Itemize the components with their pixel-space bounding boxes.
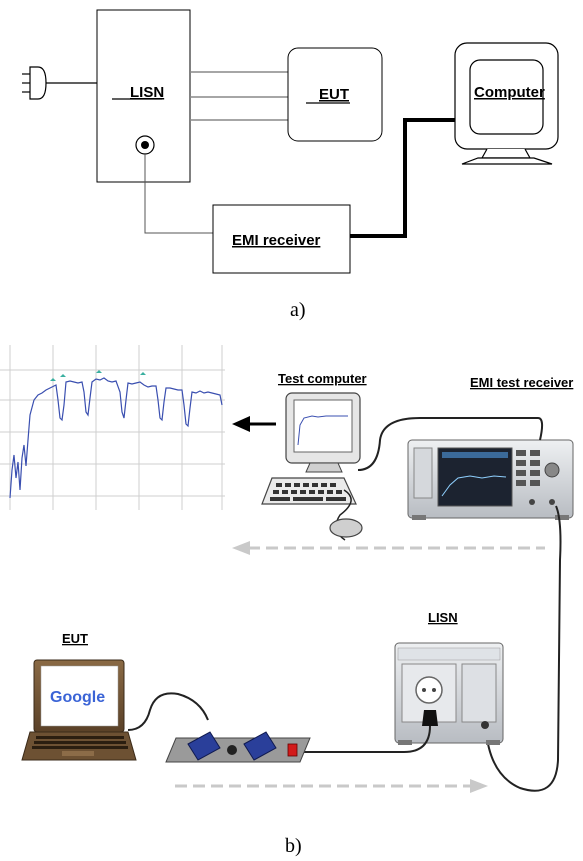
emi-receiver-box [212,204,351,274]
lisn-eut-lines [190,71,288,121]
spectrum-plot [0,345,225,510]
caption-a: a) [290,299,306,321]
diagram-a: LISN EUT Computer EMI receiver [22,9,559,321]
coax-connector-icon [135,135,155,155]
computer-receiver-cable [357,417,544,471]
arrow-left-icon [232,416,276,432]
lisn-receiver-cable [144,154,213,234]
emi-receiver-label: EMI receiver [232,232,321,249]
lisn-instrument [394,642,504,745]
mains-plug-icon [22,66,97,100]
test-computer-icon [261,392,363,541]
receiver-lisn-cable [485,505,562,792]
emi-test-receiver-instrument [407,439,574,520]
caption-b: b) [285,835,302,857]
lisn-label: LISN [130,84,164,101]
plug-icon-left [187,731,221,761]
eut-label: EUT [319,86,349,103]
power-strip [165,731,311,763]
receiver-computer-cable [350,118,455,238]
eut-label-b: EUT [62,631,88,646]
lisn-strip-cable [300,725,431,753]
plug-icon-right [243,731,277,761]
emi-test-receiver-label: EMI test receiver [470,375,573,390]
dashed-arrow-right [175,779,488,793]
eut-laptop-icon: Google [21,659,137,761]
dashed-arrow-left [232,541,545,555]
computer-icon [454,42,559,165]
laptop-strip-cable [127,692,209,731]
test-computer-label: Test computer [278,371,367,386]
google-logo: Google [50,689,105,706]
spectrum-trace [9,377,223,499]
lisn-label-b: LISN [428,610,458,625]
computer-label: Computer [474,84,545,101]
eut-box [287,47,383,142]
diagram-b: Test computer EMI test receiver [0,345,574,857]
